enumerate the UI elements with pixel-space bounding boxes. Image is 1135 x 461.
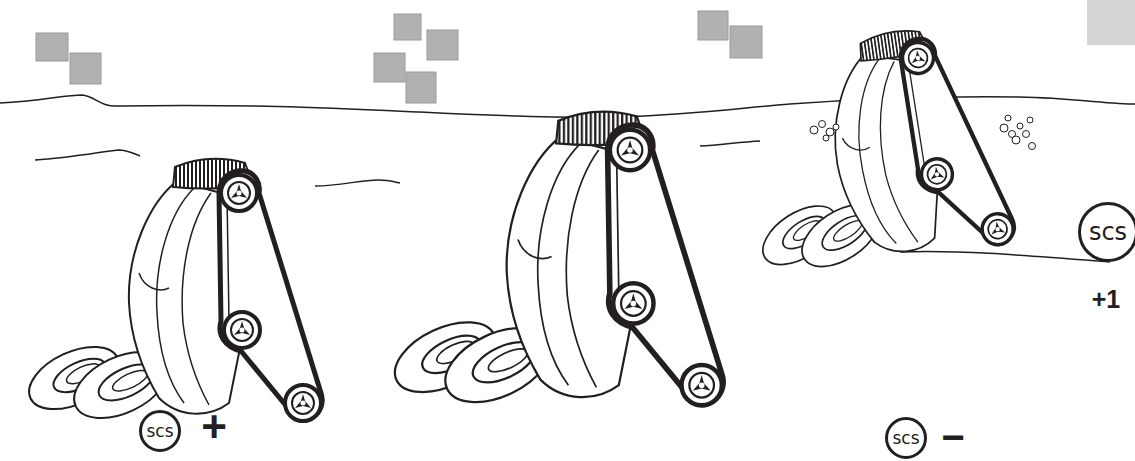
scs-symbol: scs	[1078, 202, 1135, 262]
count-label: +1	[1092, 287, 1121, 312]
symbol-text: scs	[892, 430, 919, 447]
circle-outline	[141, 412, 180, 451]
sign-label: −	[941, 417, 964, 457]
symbol-text: scs	[146, 423, 173, 440]
circle-outline	[1080, 204, 1135, 261]
scs-symbol: scs	[885, 417, 927, 459]
sign-label: +	[201, 405, 227, 449]
symbol-text: scs	[1089, 220, 1127, 244]
circle-outline	[887, 419, 926, 458]
scs-symbol: scs	[139, 410, 181, 452]
